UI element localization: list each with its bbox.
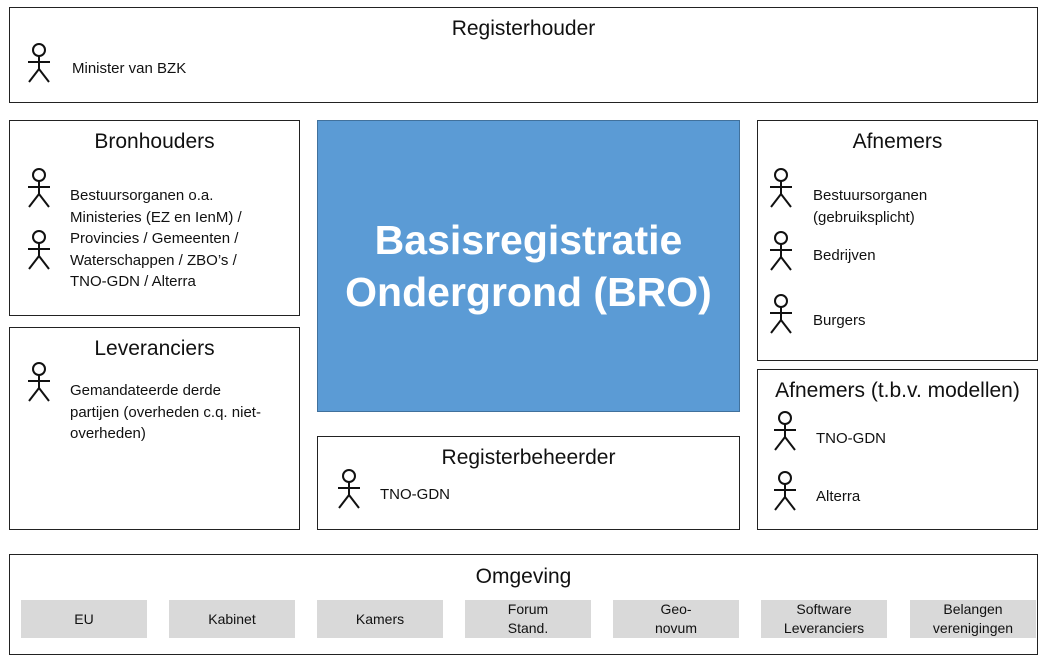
leveranciers-line: overheden): [70, 425, 146, 442]
bronhouders-line: Ministeries (EZ en IenM) /: [70, 208, 242, 226]
bro-title-line1: Basisregistratie: [374, 217, 683, 263]
registerhouder-title: Registerhouder: [451, 17, 596, 40]
registerbeheerder-box: Registerbeheerder: [317, 436, 740, 530]
stick-figure-icon: [768, 231, 794, 271]
bro-center-box: Basisregistratie Ondergrond (BRO): [317, 120, 740, 412]
omgeving-chip-geonovum: Geo- novum: [613, 600, 739, 638]
afnemers-modellen-title: Afnemers (t.b.v. modellen): [775, 379, 1020, 402]
afnemers-actor1-line: Bestuursorganen: [813, 187, 928, 204]
omgeving-title: Omgeving: [475, 565, 572, 588]
omgeving-chip-eu: EU: [21, 600, 147, 638]
afnemers-actor1-label: Bestuursorganen (gebruiksplicht): [813, 185, 927, 228]
afnemers-actor3-label: Burgers: [813, 312, 866, 329]
afnemers-modellen-actor2-label: Alterra: [816, 488, 861, 505]
afnemers-modellen-box: Afnemers (t.b.v. modellen): [757, 369, 1038, 530]
bronhouders-line: Waterschappen / ZBO’s /: [70, 251, 237, 269]
afnemers-actor1-line: (gebruiksplicht): [813, 208, 915, 226]
omgeving-chip-kabinet: Kabinet: [169, 600, 295, 638]
stick-figure-icon: [768, 168, 794, 208]
leveranciers-box: Leveranciers: [9, 327, 300, 530]
afnemers-title: Afnemers: [852, 130, 943, 153]
afnemers-actor2-label: Bedrijven: [813, 247, 876, 264]
registerbeheerder-actor-label: TNO-GDN: [380, 486, 450, 503]
bronhouders-line: Provincies / Gemeenten /: [70, 230, 239, 247]
afnemers-modellen-actor1-label: TNO-GDN: [816, 430, 886, 447]
stick-figure-icon: [26, 362, 52, 402]
omgeving-chip-belangenverenigingen: Belangen verenigingen: [910, 600, 1036, 638]
registerhouder-actor-label: Minister van BZK: [72, 60, 187, 77]
omgeving-chip-forum-stand: Forum Stand.: [465, 600, 591, 638]
stick-figure-icon: [772, 411, 798, 451]
omgeving-chip-software-leveranciers: Software Leveranciers: [761, 600, 887, 638]
omgeving-chip-kamers: Kamers: [317, 600, 443, 638]
leveranciers-line: Gemandateerde derde: [70, 382, 221, 399]
stick-figure-icon: [336, 469, 362, 509]
bro-title-line2: Ondergrond (BRO): [345, 269, 712, 315]
stick-figure-icon: [772, 471, 798, 511]
leveranciers-line: partijen (overheden c.q. niet-: [70, 403, 261, 421]
stick-figure-icon: [26, 43, 52, 83]
bronhouders-line: Bestuursorganen o.a.: [70, 187, 214, 204]
stick-figure-icon: [768, 294, 794, 334]
bronhouders-text: Bestuursorganen o.a. Ministeries (EZ en …: [70, 185, 242, 293]
stick-figure-icon: [26, 230, 52, 270]
leveranciers-text: Gemandateerde derde partijen (overheden …: [70, 380, 261, 445]
afnemers-box: Afnemers: [757, 120, 1038, 361]
bronhouders-line: TNO-GDN / Alterra: [70, 273, 196, 290]
bronhouders-title: Bronhouders: [94, 130, 215, 153]
stick-figure-icon: [26, 168, 52, 208]
leveranciers-title: Leveranciers: [94, 337, 215, 360]
registerbeheerder-title: Registerbeheerder: [441, 446, 616, 469]
registerhouder-box: Registerhouder: [9, 7, 1038, 103]
bronhouders-box: Bronhouders: [9, 120, 300, 316]
